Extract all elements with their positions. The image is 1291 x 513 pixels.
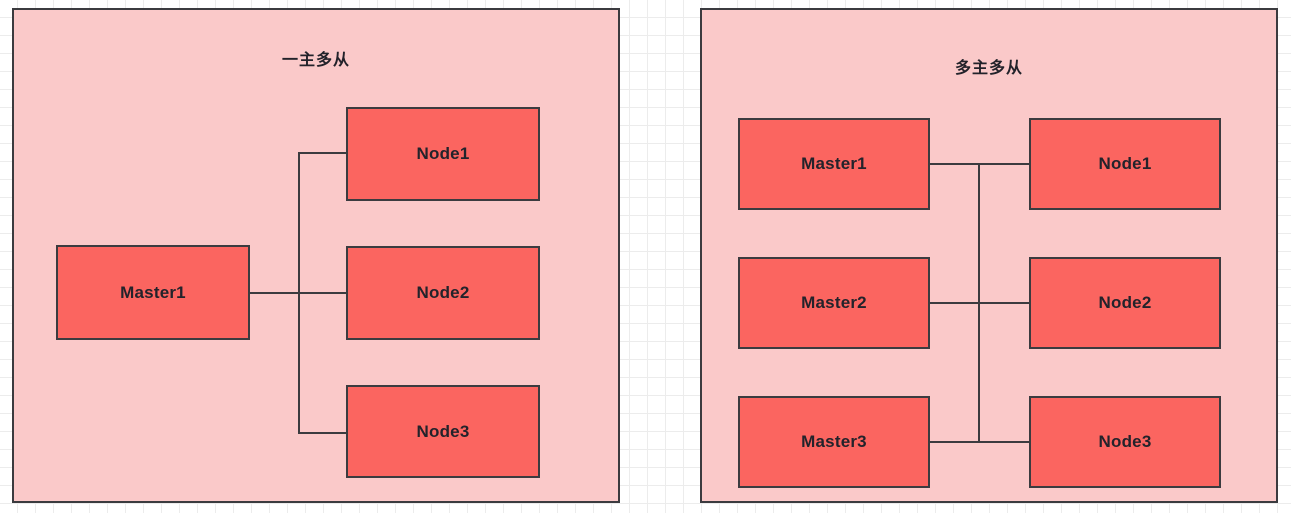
panel-multi-master-title: 多主多从 bbox=[954, 60, 1023, 77]
box-label: Master1 bbox=[120, 282, 186, 302]
box-label: Master2 bbox=[801, 293, 867, 312]
connector-bus-to-node1-left bbox=[298, 152, 348, 154]
box-master3-right[interactable]: Master3 bbox=[738, 396, 930, 488]
box-master2-right[interactable]: Master2 bbox=[738, 257, 930, 349]
box-label: Node3 bbox=[416, 421, 470, 441]
box-node1-left[interactable]: Node1 bbox=[346, 107, 540, 201]
box-label: Master1 bbox=[801, 154, 867, 173]
box-label: Node1 bbox=[416, 144, 470, 163]
box-label: Node2 bbox=[416, 283, 470, 302]
connector-master1-to-bus-left bbox=[250, 292, 300, 294]
box-node2-right[interactable]: Node2 bbox=[1029, 257, 1221, 349]
box-node1-right[interactable]: Node1 bbox=[1029, 118, 1221, 210]
panel-single-master-title: 一主多从 bbox=[281, 52, 350, 69]
connector-bus-to-node2-left bbox=[298, 292, 348, 294]
box-node3-right[interactable]: Node3 bbox=[1029, 396, 1221, 488]
box-label: Node2 bbox=[1098, 293, 1152, 312]
box-label: Node3 bbox=[1098, 432, 1152, 451]
box-master1-right[interactable]: Master1 bbox=[738, 118, 930, 210]
box-node2-left[interactable]: Node2 bbox=[346, 246, 540, 340]
box-master1-left[interactable]: Master1 bbox=[56, 245, 250, 340]
connector-bus-to-node3-left bbox=[298, 432, 348, 434]
connector-bus-vertical-right bbox=[978, 163, 980, 443]
box-label: Node1 bbox=[1098, 154, 1152, 173]
box-label: Master3 bbox=[801, 432, 867, 451]
box-node3-left[interactable]: Node3 bbox=[346, 385, 540, 478]
